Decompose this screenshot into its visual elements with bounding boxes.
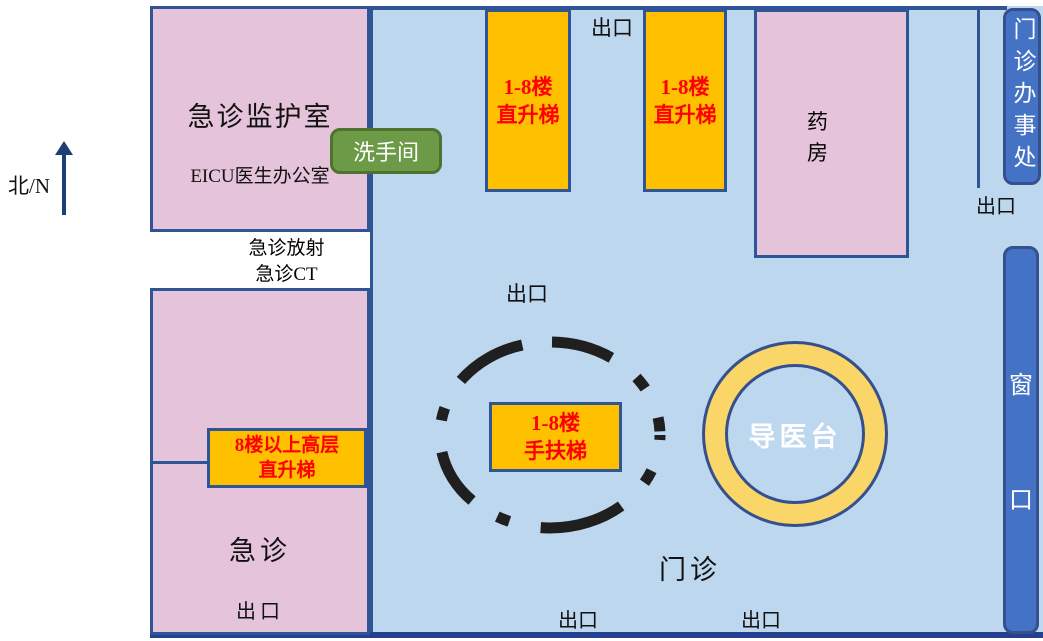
exit-label-center: 出口 xyxy=(506,282,548,306)
window-label-char1: 窗 xyxy=(1009,373,1033,399)
exit-label-bottom-right: 出口 xyxy=(741,610,781,632)
emergency-room-divider xyxy=(153,461,208,464)
outpatient-office-label: 门诊办事处 xyxy=(1010,16,1035,177)
washroom-box: 洗手间 xyxy=(330,128,442,174)
guide-desk-label: 导医台 xyxy=(748,421,842,452)
emergency-room-label: 急诊 xyxy=(229,536,291,566)
eicu-office-label: EICU医生办公室 xyxy=(190,166,330,187)
pharmacy-room: 药 房 xyxy=(754,9,909,258)
exit-label-emergency: 出口 xyxy=(236,601,284,623)
pharmacy-label-line1: 药 xyxy=(807,110,828,134)
elevator-right-line2: 直升梯 xyxy=(653,102,717,127)
monitor-room-label: 急诊监护室 xyxy=(187,102,333,132)
escalator-line2: 手扶梯 xyxy=(524,439,587,463)
guide-desk-ring-hole xyxy=(725,364,865,504)
elevator-right-line1: 1-8楼 xyxy=(660,74,710,99)
outpatient-office-bar: 门诊办事处 xyxy=(1003,8,1041,185)
elevator-left-line1: 1-8楼 xyxy=(503,74,553,99)
elevator-box-right: 1-8楼 直升梯 xyxy=(643,9,727,192)
hall-left-wall xyxy=(370,6,373,635)
exit-label-top: 出口 xyxy=(591,16,633,40)
escalator-box: 1-8楼 手扶梯 xyxy=(489,402,622,472)
window-label-char2: 口 xyxy=(1009,488,1033,514)
elevator-box-left: 1-8楼 直升梯 xyxy=(485,9,571,192)
radiology-label-line2: 急诊CT xyxy=(255,264,318,285)
emergency-monitor-room: 急诊监护室 EICU医生办公室 xyxy=(150,6,370,232)
hall-bottom-wall xyxy=(150,632,1043,638)
service-window-bar: 窗 口 xyxy=(1003,246,1039,634)
radiology-room: 急诊放射 急诊CT xyxy=(153,232,368,288)
escalator-line1: 1-8楼 xyxy=(531,411,580,435)
hall-top-wall xyxy=(370,6,1007,10)
compass-north-label: 北/N xyxy=(8,174,50,198)
exit-label-right: 出口 xyxy=(976,196,1016,218)
highrise-elevator-line2: 直升梯 xyxy=(258,460,316,481)
north-arrow-head-icon xyxy=(55,141,73,155)
highrise-elevator-box: 8楼以上高层 直升梯 xyxy=(207,428,367,488)
washroom-label: 洗手间 xyxy=(352,140,419,165)
elevator-left-line2: 直升梯 xyxy=(496,102,560,127)
radiology-label-line1: 急诊放射 xyxy=(248,238,325,259)
highrise-elevator-line1: 8楼以上高层 xyxy=(234,435,340,456)
escalator-dashed-circle xyxy=(434,336,666,534)
pharmacy-label-line2: 房 xyxy=(807,141,828,165)
hall-right-wall xyxy=(977,6,980,188)
north-arrow-icon xyxy=(62,154,66,215)
guide-desk-ring: 导医台 xyxy=(702,341,888,527)
pharmacy-label: 药 房 xyxy=(757,107,906,169)
exit-label-bottom-left: 出口 xyxy=(558,610,598,632)
outpatient-hall-label: 门诊 xyxy=(659,555,721,585)
